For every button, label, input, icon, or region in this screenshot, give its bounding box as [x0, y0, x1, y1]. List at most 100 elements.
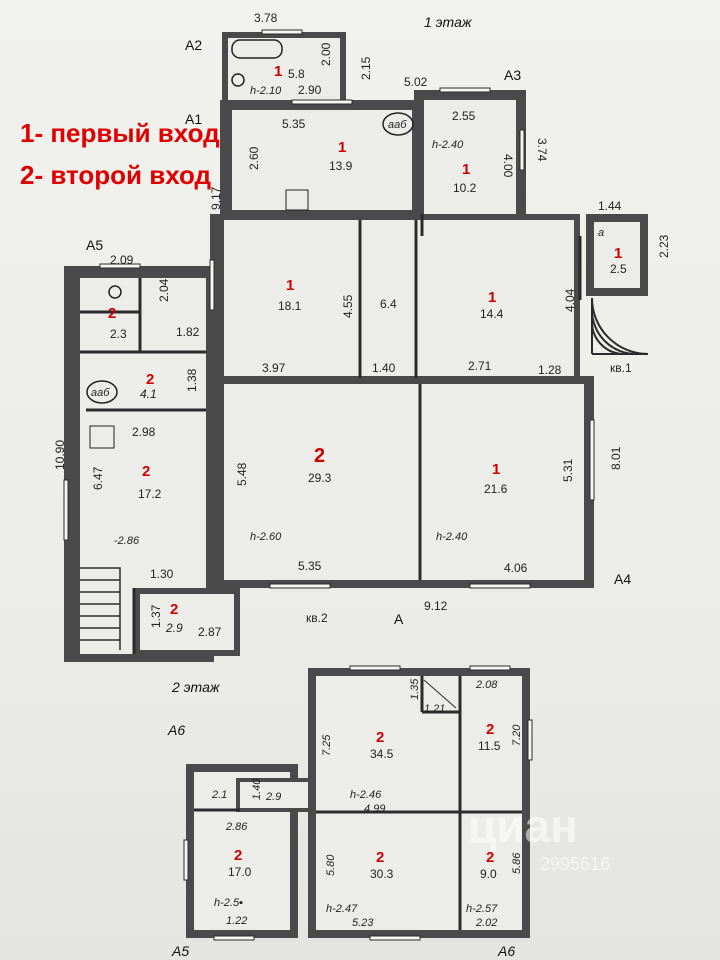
dimension-label: 4.06	[504, 561, 528, 575]
room-area: 6.4	[380, 297, 397, 311]
floor2-rooms: 2 34.5 2 11.5 2 17.0 2 30.3 2 9.0	[228, 721, 501, 881]
room-area: 14.4	[480, 307, 504, 321]
apartment-kv2: кв.2	[306, 611, 328, 625]
watermark: циан 2995616	[468, 800, 610, 874]
room-number: 2	[234, 847, 242, 864]
room-number: 2	[486, 721, 494, 738]
room-area: 17.2	[138, 487, 162, 501]
dimension-label: 5.35	[298, 559, 322, 573]
dimension-label: 2.1	[211, 789, 227, 801]
room-number: 1	[338, 139, 346, 156]
dimension-label: 5.48	[235, 462, 249, 486]
dimension-label: 9.17	[209, 186, 223, 210]
dimension-label: h-2.40	[432, 139, 464, 151]
room-number: 1	[492, 461, 500, 478]
dimension-label: 1.82	[176, 325, 200, 339]
dimension-label: 1.28	[538, 363, 562, 377]
dimension-label: а	[598, 227, 604, 239]
room-area: 10.2	[453, 181, 477, 195]
room-number: 1	[286, 277, 294, 294]
dimension-label: 7.20	[511, 724, 523, 746]
dimension-label: 2.02	[475, 917, 497, 929]
room-area: 18.1	[278, 299, 302, 313]
dimension-label: 2.98	[132, 425, 156, 439]
room-area: 2.3	[110, 327, 127, 341]
room-number: 2	[314, 445, 325, 467]
dimension-label: 1.38	[185, 368, 199, 392]
floor2-title: 2 этаж	[171, 679, 221, 695]
boiler-icon	[382, 112, 414, 136]
dimension-label: 4.99	[364, 803, 385, 815]
dimension-label: 2.9	[265, 791, 281, 803]
stove-icon	[285, 189, 309, 211]
porch-steps	[591, 297, 649, 355]
axis-a4: А4	[614, 571, 631, 587]
dimension-label: 5.31	[561, 458, 575, 482]
bathtub-icon	[231, 39, 283, 59]
dimension-label: 9.12	[424, 599, 448, 613]
dimension-label: 2.60	[247, 146, 261, 170]
watermark-brand: циан	[468, 800, 578, 852]
room-area: 30.3	[370, 867, 394, 881]
axis-a6-bottom: А6	[497, 943, 515, 959]
dimension-label: 2.08	[475, 679, 498, 691]
room-area: 17.0	[228, 865, 252, 879]
floor2-walls	[186, 668, 530, 938]
dimension-label: 1.40	[251, 778, 263, 800]
room-number: 2	[376, 729, 384, 746]
room-number: 1	[462, 161, 470, 178]
dimension-label: 10.90	[53, 440, 67, 470]
floor1-title: 1 этаж	[424, 14, 473, 30]
dimension-label: 2.55	[452, 109, 476, 123]
dimension-label: 1.37	[149, 604, 163, 628]
dimension-label: 5.23	[352, 917, 374, 929]
dimension-label: 4.00	[501, 154, 515, 178]
boiler-label: ааб	[91, 387, 110, 399]
staircase-floor1	[80, 567, 121, 650]
dimension-label: h-2.47	[326, 903, 358, 915]
room-area: 34.5	[370, 747, 394, 761]
axis-labels: А2 А1 А3 А4 А5 А А6 А5 А6	[86, 37, 631, 959]
floor1-walls	[64, 32, 648, 662]
legend-line-1: 1- первый вход	[20, 118, 220, 148]
floor2-windows	[183, 665, 533, 941]
dimension-label: 4.55	[341, 294, 355, 318]
dimension-label: h-2.60	[250, 531, 282, 543]
dimension-label: 1.22	[226, 915, 247, 927]
watermark-id: 2995616	[540, 854, 610, 874]
dimension-label: h-2.40	[436, 531, 468, 543]
floor2-partitions	[194, 676, 522, 930]
room-number: 2	[486, 849, 494, 866]
room-number: 1	[274, 63, 282, 80]
floor1-windows	[63, 29, 595, 589]
dimension-label: 1.21	[424, 703, 445, 715]
dimension-label: 3.97	[262, 361, 286, 375]
dimension-label: 2.04	[157, 278, 171, 302]
room-area: 21.6	[484, 482, 508, 496]
apartment-kv1: кв.1	[610, 361, 632, 375]
floor2-stair	[423, 679, 457, 709]
dimension-label: 2.71	[468, 359, 492, 373]
floor1-dimensions: 3.78 2.00 2.15 h-2.10 2.90 5.02 5.35 2.6…	[53, 11, 671, 639]
floor2-dimensions: 1.35 1.21 2.08 7.25 7.20 h-2.46 4.99 2.1…	[211, 678, 523, 929]
room-number: 2	[376, 849, 384, 866]
dimension-label: 5.80	[325, 854, 337, 876]
axis-a: А	[394, 611, 404, 627]
dimension-label: h-2.57	[466, 903, 498, 915]
apartment-labels: кв.1 кв.2	[306, 361, 632, 625]
dimension-label: 4.04	[563, 288, 577, 312]
dimension-label: 3.78	[254, 11, 278, 25]
dimension-label: 1.35	[409, 678, 421, 700]
room-area: 2.5	[610, 262, 627, 276]
floor1-partitions	[80, 214, 582, 654]
axis-a5-bottom: А5	[171, 943, 189, 959]
dimension-label: 2.23	[657, 234, 671, 258]
toilet-icon	[231, 73, 245, 87]
room-area: 5.8	[288, 67, 305, 81]
dimension-label: 1.40	[372, 361, 396, 375]
room-area: 13.9	[329, 159, 353, 173]
dimension-label: 5.02	[404, 75, 428, 89]
dimension-label: 2.15	[359, 56, 373, 80]
axis-a5: А5	[86, 237, 103, 253]
